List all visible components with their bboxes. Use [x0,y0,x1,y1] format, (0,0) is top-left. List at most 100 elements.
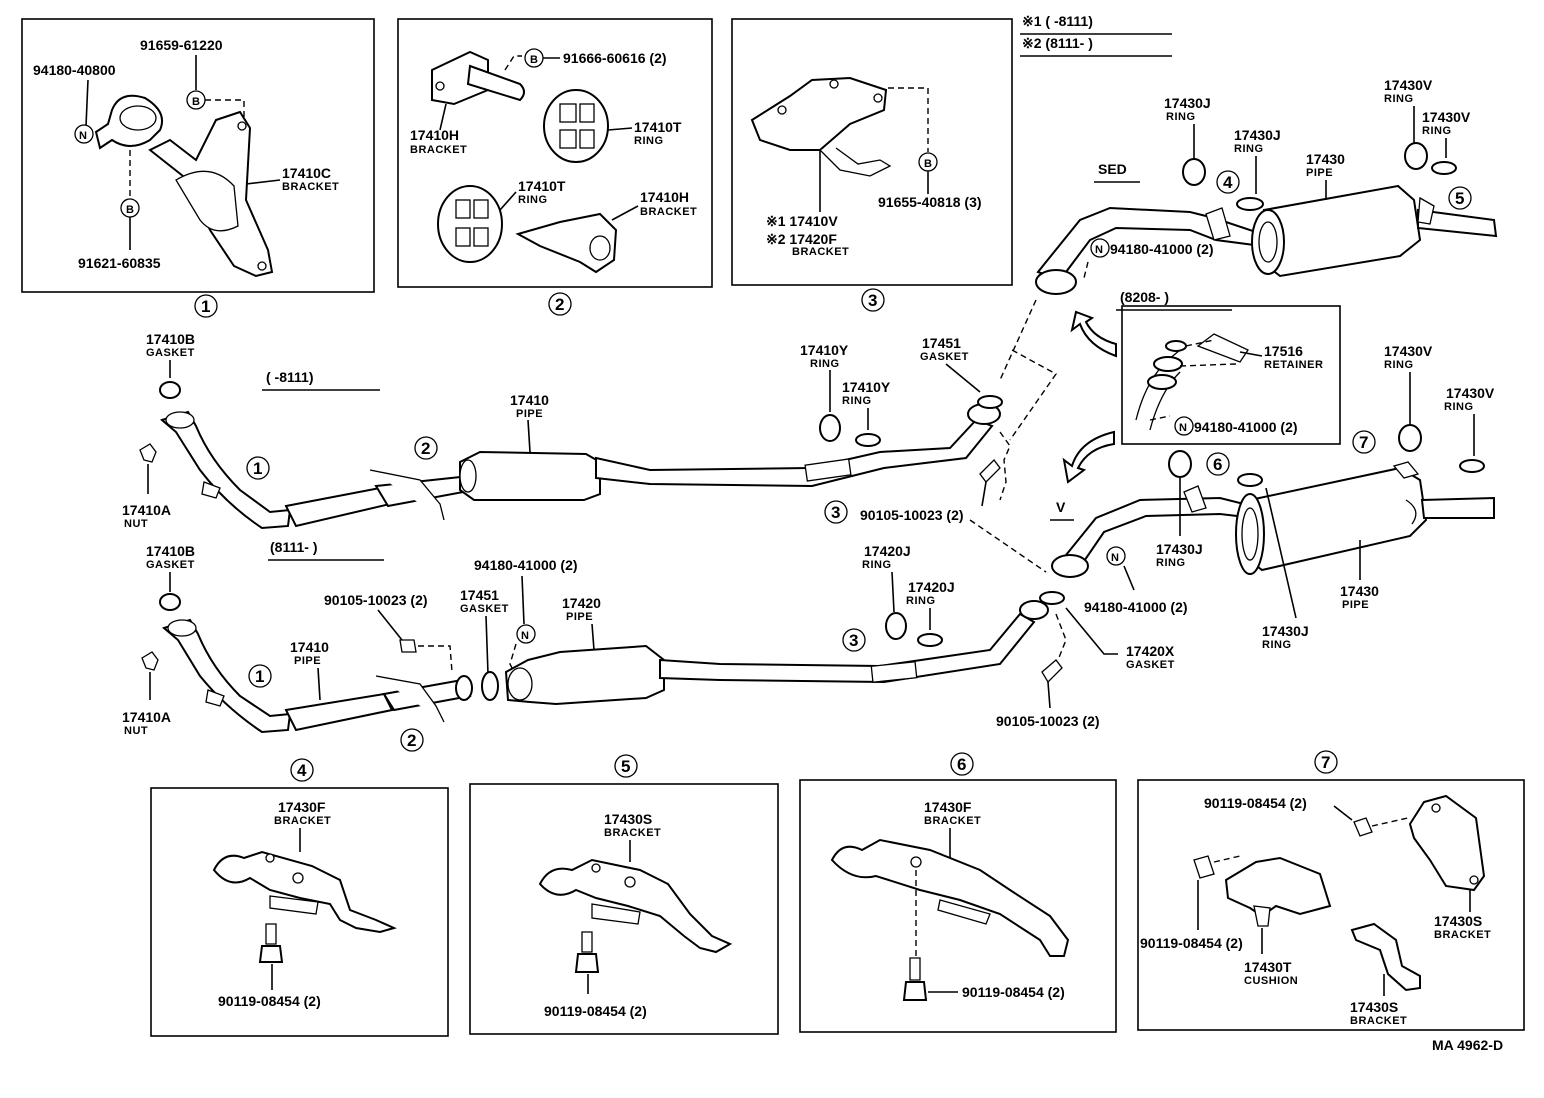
inset-2-part-17410h: 17410H [410,127,459,143]
svg-text:N: N [1095,244,1103,256]
svg-text:GASKET: GASKET [460,603,509,615]
link-dash-3 [969,519,1047,573]
svg-text:PIPE: PIPE [566,611,593,623]
svg-text:1: 1 [255,667,264,686]
svg-text:N: N [1111,552,1119,564]
upper-muffler-17410 [459,450,601,501]
svg-text:3: 3 [868,291,877,310]
lower-flange [1019,600,1049,620]
link-dash-2 [1009,349,1058,441]
sed-ring-a-label: 17430J [1164,95,1211,111]
svg-text:RING: RING [862,559,892,571]
svg-text:RING: RING [1156,557,1186,569]
upper-ring1-label: 17410Y [800,342,849,358]
inset-7-part-17430t: 17430T [1244,959,1292,975]
upper-range: ( -8111) [266,369,313,385]
svg-text:RING: RING [634,135,664,147]
v-tag: V [1056,499,1066,515]
upper-gasket2-label: 17451 [922,335,961,351]
upper-nut [139,443,157,463]
inset-2-part-91666-60616: 91666-60616 (2) [563,50,667,66]
upper-gasket-label: 17410B [146,331,195,347]
svg-text:N: N [79,130,87,142]
legend-line-2: ※2 (8111- ) [1022,35,1093,51]
inset-3-part-17420f: ※2 17420F [766,231,837,247]
lower-pipe-run [659,612,1036,684]
sed-n-symbol [1090,238,1110,258]
callout-2-lower [400,728,424,752]
svg-text:RING: RING [518,194,548,206]
svg-text:4: 4 [1223,173,1233,192]
inset-6-part-90119: 90119-08454 (2) [962,984,1065,1000]
lower-ring2-label: 17420J [908,579,955,595]
inset-1-part-17410c: 17410C [282,165,331,181]
upper-assembly: ( -8111) 17410B GASKET 17410A NUT 1 2 17… [122,331,1011,530]
callout-3-upper [824,500,848,524]
upper-pipe-label: 17410 [510,392,549,408]
inset-5-part-90119: 90119-08454 (2) [544,1003,647,1019]
callout-3-lower [842,628,866,652]
svg-text:4: 4 [297,761,307,780]
svg-text:6: 6 [957,755,966,774]
callout-2-top [548,292,572,316]
lower-bolt-1 [399,639,417,653]
inset-1: 94180-40800 91659-61220 N B 17410C BRACK… [21,18,375,318]
svg-text:BRACKET: BRACKET [282,181,339,193]
inset-4-part-17430f: 17430F [278,799,326,815]
upper-gasket-2 [977,395,1003,409]
v-ring-b-label: 17430V [1446,385,1495,401]
svg-text:GASKET: GASKET [920,351,969,363]
inset-2-part-17410t-upper: 17410T [634,119,682,135]
lower-gasket [159,593,181,611]
inset-6-part-17430f: 17430F [924,799,972,815]
retainer-17516 [1196,333,1249,363]
svg-text:PIPE: PIPE [1342,599,1369,611]
inset-3-part-91655-40818: 91655-40818 (3) [878,194,982,210]
inset-7: 7 90119-08454 (2) 17430S BRACKET 90119-0… [1137,750,1525,1031]
inset-7-bracket-upper [1408,794,1486,892]
detail-ret-label: 17516 [1264,343,1303,359]
svg-text:RETAINER: RETAINER [1264,359,1323,371]
upper-ring-1 [819,414,841,442]
v-pipe-label: 17430 [1340,583,1379,599]
svg-text:1: 1 [201,297,210,316]
callout-7-v [1352,430,1376,454]
sed-rear-assembly: SED 17430J RING 4 17430J RING 17430 PIPE… [1035,77,1498,311]
inset-1-n-symbol [74,124,94,144]
svg-text:7: 7 [1359,433,1368,452]
svg-text:B: B [530,54,538,66]
svg-text:RING: RING [810,358,840,370]
inset-6-bracket [830,838,1070,957]
lower-muffler-17420 [504,644,665,706]
inset-7-bracket-lower [1350,922,1421,992]
svg-text:CUSHION: CUSHION [1244,975,1298,987]
sed-pipe-label: 17430 [1306,151,1345,167]
svg-text:RING: RING [1234,143,1264,155]
upper-front-pipe [159,410,292,530]
inset-7-part-90119-a: 90119-08454 (2) [1204,795,1307,811]
lower-range: (8111- ) [270,539,317,555]
link-dash-1 [999,299,1037,381]
svg-text:3: 3 [849,631,858,650]
svg-text:NUT: NUT [124,725,148,737]
sed-ring-a [1182,158,1206,186]
callout-7-bottom [1314,750,1338,774]
arrow-up [1070,310,1117,358]
v-ring-a [1398,424,1422,452]
svg-text:2: 2 [555,295,564,314]
upper-bolt [979,459,1001,483]
lower-gasket-2 [481,671,499,701]
v-ring-d-label: 17430J [1262,623,1309,639]
svg-text:BRACKET: BRACKET [924,815,981,827]
svg-text:NUT: NUT [124,518,148,530]
inset-6-frame [799,779,1117,1033]
lower-n-symbol [516,624,536,644]
callout-1-upper [246,456,270,480]
svg-text:5: 5 [1455,189,1464,208]
svg-text:BRACKET: BRACKET [792,246,849,258]
sed-flange [1035,269,1077,295]
svg-text:B: B [192,96,200,108]
callout-3-top [861,288,885,312]
sed-ring-c-label: 17430V [1384,77,1433,93]
callout-1-lower [248,664,272,688]
